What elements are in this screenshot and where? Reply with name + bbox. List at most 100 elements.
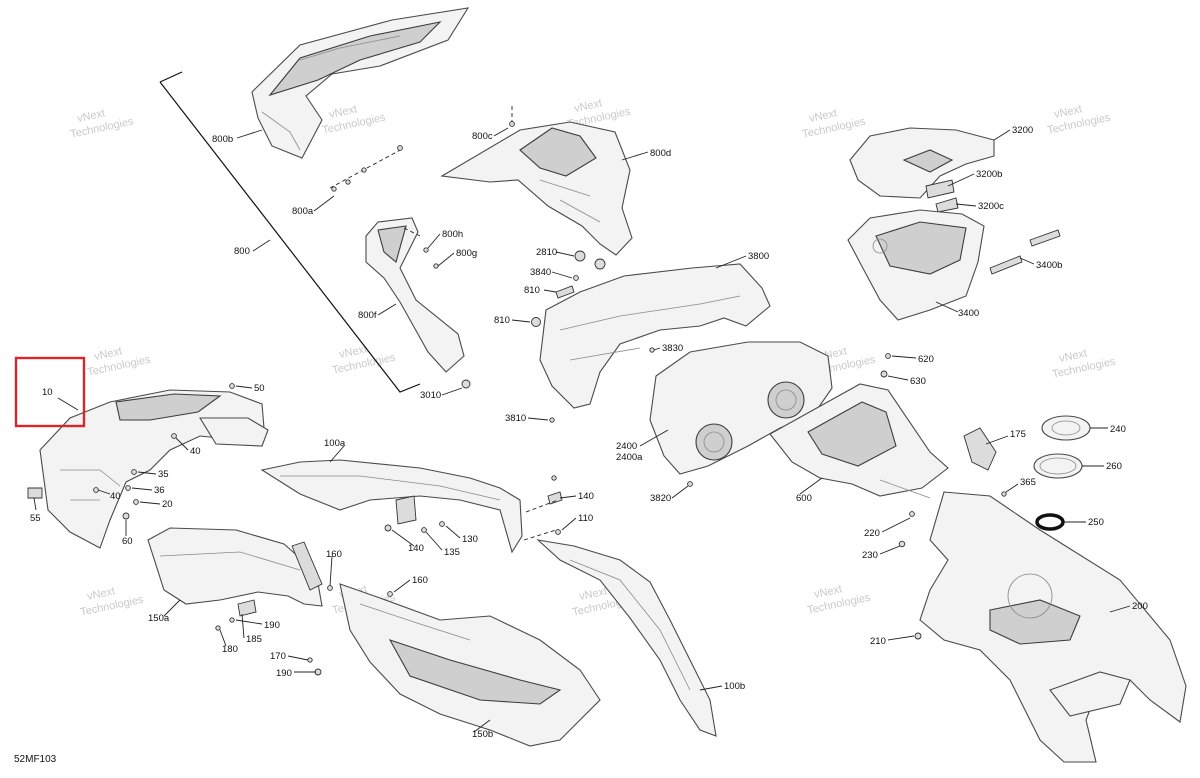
grommet-810: [531, 317, 541, 327]
clip-185: [237, 599, 257, 617]
callout-50: 50: [254, 383, 265, 394]
watermark-line1: vNext: [808, 107, 838, 125]
callout-3010: 3010: [420, 390, 441, 401]
callout-35: 35: [158, 469, 169, 480]
watermark-line1: vNext: [76, 107, 106, 125]
callout-3840: 3840: [530, 267, 551, 278]
leader-lines: [33, 127, 1131, 733]
fastener-800a: [331, 186, 337, 192]
watermark-line1: vNext: [328, 103, 358, 121]
callout-160: 160: [326, 549, 342, 560]
watermark-line1: vNext: [86, 585, 116, 603]
highlight-box-10[interactable]: [14, 356, 86, 428]
callout-2400: 2400: [616, 441, 637, 452]
watermark-line1: vNext: [813, 583, 843, 601]
bracket-100a: [395, 495, 417, 525]
fastener-800a: [345, 179, 351, 185]
panel-100b: [536, 539, 717, 737]
windshield-group: [159, 7, 633, 393]
callout-810b: 810: [494, 315, 510, 326]
callout-800c: 800c: [472, 131, 493, 142]
panel-150a: [147, 527, 323, 607]
fastener-800h: [423, 247, 429, 253]
callout-210: 210: [870, 636, 886, 647]
grommet-140: [384, 524, 392, 532]
panel-800f-shade: [377, 225, 407, 263]
screw-180: [215, 625, 221, 631]
nut-630: [880, 370, 888, 378]
callout-140b: 140: [408, 543, 424, 554]
callout-3800: 3800: [748, 251, 769, 262]
callout-190b: 190: [276, 668, 292, 679]
bracket-175: [963, 427, 997, 471]
callout-20: 20: [162, 499, 173, 510]
callout-810: 810: [524, 285, 540, 296]
callout-135: 135: [444, 547, 460, 558]
screw-50: [229, 383, 235, 389]
panel-800d-shade: [519, 127, 597, 177]
o-ring-250: [1035, 513, 1065, 531]
screw-365: [1001, 491, 1007, 497]
screw-3810: [549, 417, 555, 423]
callout-800b: 800b: [212, 134, 233, 145]
callout-160b: 160: [412, 575, 428, 586]
side-panel-10-shade: [115, 393, 222, 421]
watermark-line1: vNext: [1053, 103, 1083, 121]
callout-110: 110: [578, 513, 593, 524]
panel-150b-shade: [388, 639, 562, 705]
callout-150a: 150a: [148, 613, 170, 624]
storage-bin-inner: [875, 221, 967, 275]
callout-40b: 40: [110, 491, 121, 502]
grommet-60: [122, 512, 130, 520]
callout-100b: 100b: [724, 681, 745, 692]
callout-3200b: 3200b: [976, 169, 1002, 180]
panel-150b: [339, 583, 601, 747]
callout-2810: 2810: [536, 247, 557, 258]
callout-3830: 3830: [662, 343, 683, 354]
callout-100a: 100a: [324, 438, 346, 449]
callout-260: 260: [1106, 461, 1122, 472]
screw-20: [133, 499, 139, 505]
callout-800: 800: [234, 246, 250, 257]
callout-140: 140: [578, 491, 594, 502]
nut-210: [914, 632, 922, 640]
console-200-grip: [1049, 671, 1131, 717]
screw-110: [555, 529, 561, 535]
fastener-800a: [397, 145, 403, 151]
callout-3820: 3820: [650, 493, 671, 504]
callout-130: 130: [462, 534, 478, 545]
storage-group: [847, 127, 1061, 321]
side-panel-group: [27, 383, 717, 747]
latch-3200b: [925, 179, 955, 199]
callout-800a: 800a: [292, 206, 314, 217]
diagram-code: 52MF103: [14, 754, 57, 765]
panel-100a: [260, 459, 523, 554]
callout-36: 36: [154, 485, 165, 496]
callout-800d: 800d: [650, 148, 671, 159]
callout-175: 175: [1010, 429, 1026, 440]
watermark-line1: vNext: [573, 97, 603, 115]
screw-3820: [687, 481, 693, 487]
screw-190: [229, 617, 235, 623]
pad-3400b: [989, 255, 1023, 275]
screw-35: [131, 469, 137, 475]
callout-240: 240: [1110, 424, 1126, 435]
watermark-line1: vNext: [338, 343, 368, 361]
screw-3840: [573, 275, 579, 281]
callout-3200: 3200: [1012, 125, 1033, 136]
screw-3830: [649, 347, 655, 353]
group-800-bracket: [159, 71, 421, 393]
cover-3200-shade: [902, 149, 954, 173]
callout-230: 230: [862, 550, 878, 561]
callout-10: 10: [42, 387, 53, 398]
screw-620: [885, 353, 891, 359]
callout-220: 220: [864, 528, 880, 539]
callout-3400: 3400: [958, 308, 979, 319]
panel-800b-shade: [268, 21, 442, 97]
screw-160: [327, 585, 333, 591]
headlight-lens-right: [767, 381, 805, 419]
console-200-recess: [989, 599, 1081, 645]
clip-140: [547, 491, 563, 505]
console-group: [898, 415, 1187, 763]
grommet-2810: [594, 258, 606, 270]
